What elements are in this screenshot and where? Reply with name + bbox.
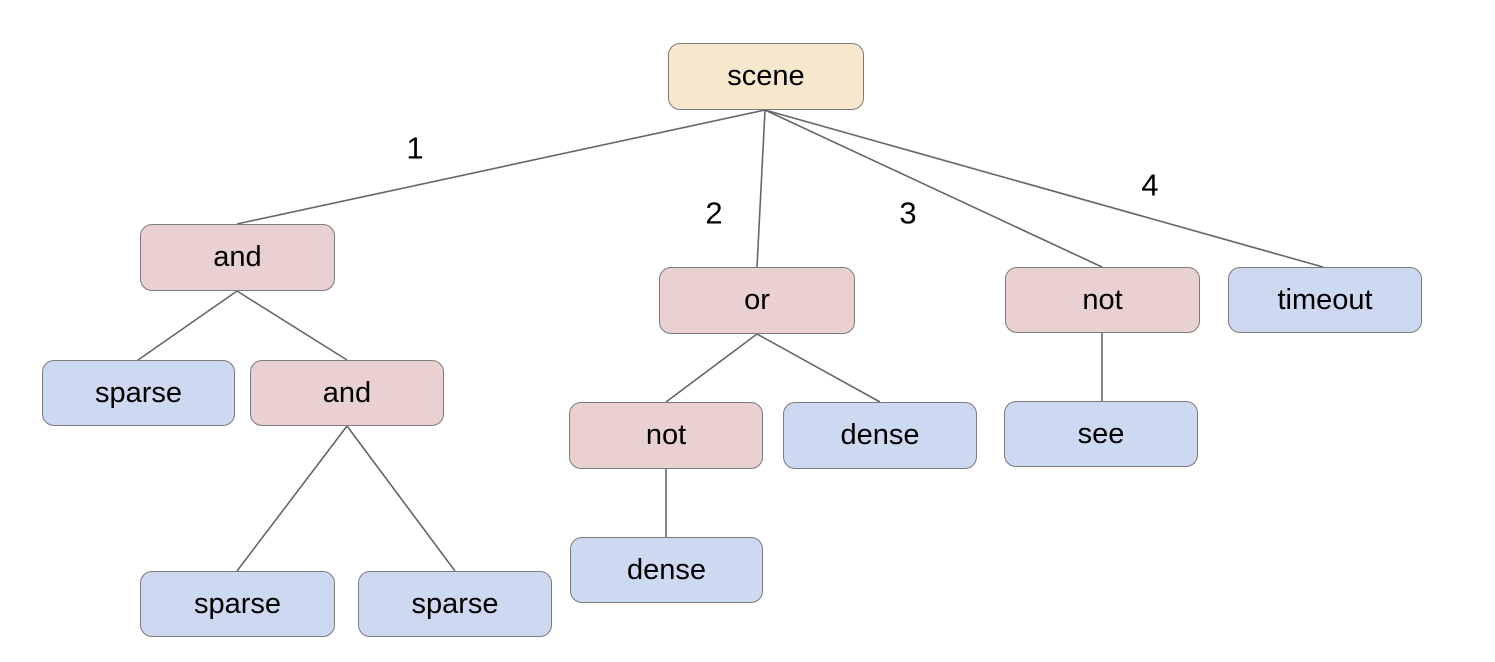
- node-sparse-left: sparse: [42, 360, 235, 426]
- edge-or-not: [665, 333, 758, 403]
- node-not: not: [1005, 267, 1200, 333]
- edge-label-3: 3: [899, 195, 917, 231]
- node-see: see: [1004, 401, 1198, 467]
- node-not-inner: not: [569, 402, 763, 469]
- node-or: or: [659, 267, 855, 334]
- node-dense-bottom: dense: [570, 537, 763, 603]
- edge-label-1: 1: [406, 130, 424, 166]
- node-sparse-bottom-left: sparse: [140, 571, 335, 637]
- edge-label-4: 4: [1141, 167, 1159, 203]
- node-and: and: [140, 224, 335, 291]
- edge-scene-not: [764, 109, 1103, 268]
- edge-and2-sparse-r: [346, 425, 456, 572]
- edge-scene-timeout: [764, 109, 1324, 268]
- node-and-inner: and: [250, 360, 444, 426]
- edge-and-and2: [236, 290, 348, 361]
- edge-scene-or: [756, 109, 766, 268]
- node-timeout: timeout: [1228, 267, 1422, 333]
- edge-label-2: 2: [705, 195, 723, 231]
- edge-and-sparse: [137, 290, 238, 361]
- node-sparse-bottom-right: sparse: [358, 571, 552, 637]
- edge-and2-sparse-l: [236, 425, 348, 572]
- edge-or-dense: [756, 333, 881, 403]
- edge-scene-and: [236, 109, 766, 225]
- node-scene: scene: [668, 43, 864, 110]
- node-dense-right: dense: [783, 402, 977, 469]
